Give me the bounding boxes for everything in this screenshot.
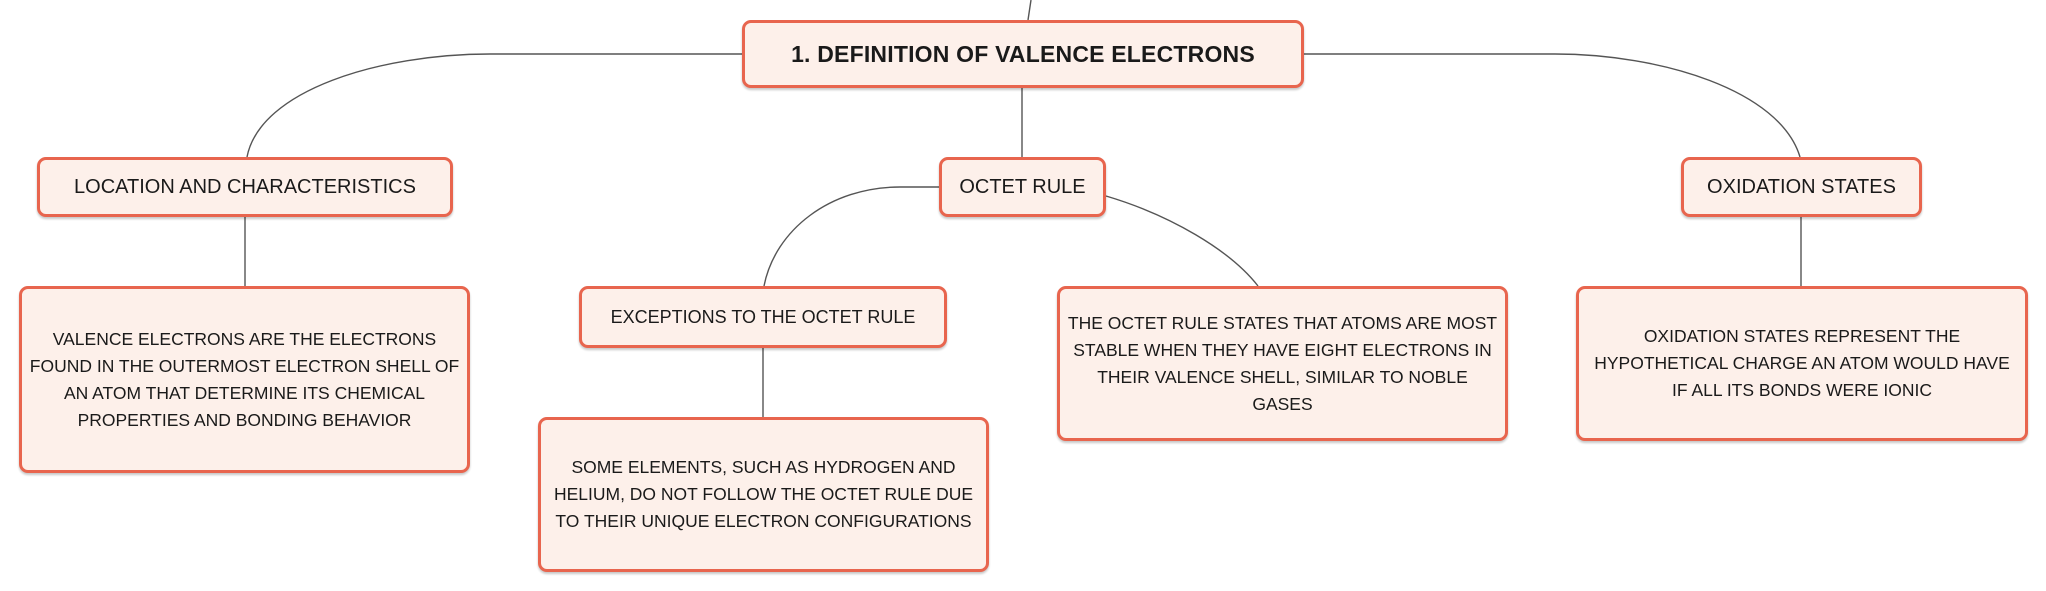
connector-octet-to-detail	[1105, 195, 1259, 287]
exceptions-detail-node[interactable]: SOME ELEMENTS, SUCH AS HYDROGEN AND HELI…	[538, 417, 989, 572]
root-node[interactable]: 1. DEFINITION OF VALENCE ELECTRONS	[742, 20, 1304, 88]
octet-rule-node[interactable]: OCTET RULE	[939, 157, 1106, 217]
octet-exceptions-label: EXCEPTIONS TO THE OCTET RULE	[610, 306, 916, 327]
octet-rule-detail-text: THE OCTET RULE STATES THAT ATOMS ARE MOS…	[1067, 312, 1498, 414]
location-detail-text: VALENCE ELECTRONS ARE THE ELECTRONS FOUN…	[29, 328, 460, 430]
oxidation-detail-text: OXIDATION STATES REPRESENT THE HYPOTHETI…	[1594, 326, 2010, 400]
location-characteristics-node[interactable]: LOCATION AND CHARACTERISTICS	[37, 157, 453, 217]
connector-parent-stub	[1027, 0, 1032, 21]
oxidation-states-node[interactable]: OXIDATION STATES	[1681, 157, 1922, 217]
oxidation-detail-node[interactable]: OXIDATION STATES REPRESENT THE HYPOTHETI…	[1576, 286, 2028, 441]
connector-root-to-oxidation	[1304, 53, 1801, 158]
oxidation-states-label: OXIDATION STATES	[1707, 175, 1896, 198]
exceptions-detail-text: SOME ELEMENTS, SUCH AS HYDROGEN AND HELI…	[553, 457, 974, 531]
connector-root-to-location	[246, 53, 742, 158]
octet-exceptions-node[interactable]: EXCEPTIONS TO THE OCTET RULE	[579, 286, 947, 348]
connector-octet-to-exceptions	[763, 186, 939, 287]
location-detail-node[interactable]: VALENCE ELECTRONS ARE THE ELECTRONS FOUN…	[19, 286, 470, 473]
octet-rule-detail-node[interactable]: THE OCTET RULE STATES THAT ATOMS ARE MOS…	[1057, 286, 1508, 441]
octet-rule-label: OCTET RULE	[959, 175, 1086, 198]
location-characteristics-label: LOCATION AND CHARACTERISTICS	[74, 175, 416, 198]
root-node-label: 1. DEFINITION OF VALENCE ELECTRONS	[791, 40, 1255, 67]
